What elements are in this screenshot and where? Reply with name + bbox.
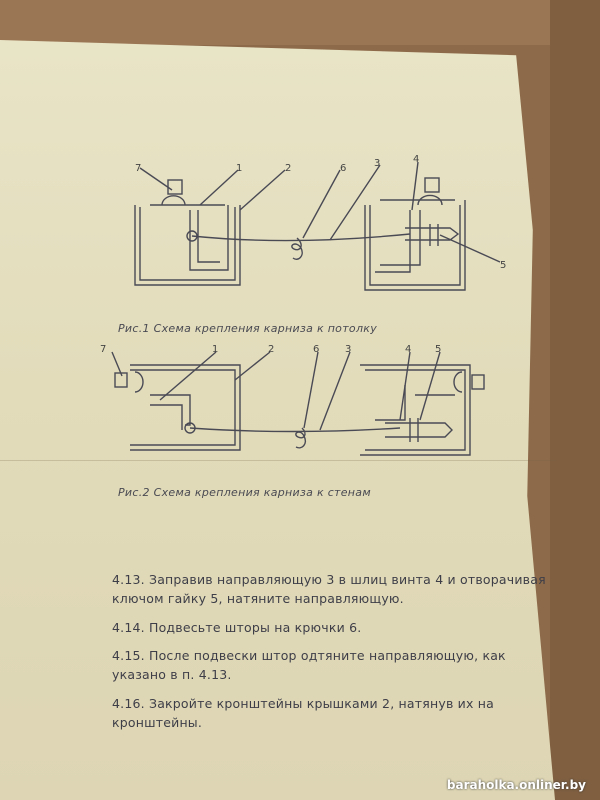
fig2-label-1: 1	[212, 344, 218, 355]
figure2-caption: Рис.2 Схема крепления карниза к стенам	[118, 486, 371, 499]
paragraph-4-13: 4.13. Заправив направляющую 3 в шлиц вин…	[112, 572, 546, 606]
instruction-sheet	[0, 40, 555, 800]
paper-fold	[0, 460, 555, 461]
figure1-caption: Рис.1 Схема крепления карниза к потолку	[118, 322, 378, 335]
paragraph-4-15: 4.15. После подвески штор одтяните напра…	[112, 648, 506, 682]
figure1-hook	[291, 237, 303, 260]
figure1-guide-wire	[191, 233, 411, 242]
figure2-hook	[295, 427, 306, 449]
figure2-right-bracket	[360, 364, 485, 456]
fig2-label-7: 7	[100, 344, 106, 355]
fig1-label-6: 6	[340, 163, 346, 174]
fig1-label-7: 7	[135, 163, 141, 174]
figure2-guide-wire	[189, 427, 401, 433]
paragraph-4-16: 4.16. Закройте кронштейны крышками 2, на…	[112, 696, 495, 730]
fig1-label-1: 1	[236, 163, 242, 174]
paragraph-4-14: 4.14. Подвесьте шторы на крючки 6.	[112, 620, 362, 635]
fig2-label-3: 3	[345, 344, 351, 355]
figure2-left-bracket	[114, 364, 241, 451]
fig2-label-5: 5	[435, 344, 441, 355]
fig1-label-4: 4	[413, 154, 419, 165]
fig1-label-3: 3	[374, 158, 380, 169]
fig2-label-2: 2	[268, 344, 274, 355]
fig2-label-4: 4	[405, 344, 411, 355]
fig1-label-2: 2	[285, 163, 291, 174]
fig2-label-6: 6	[313, 344, 319, 355]
figure1-left-bracket	[134, 179, 241, 286]
watermark: baraholka.onliner.by	[446, 778, 586, 792]
fig1-label-5: 5	[500, 260, 506, 271]
figure1-right-bracket	[364, 177, 466, 291]
